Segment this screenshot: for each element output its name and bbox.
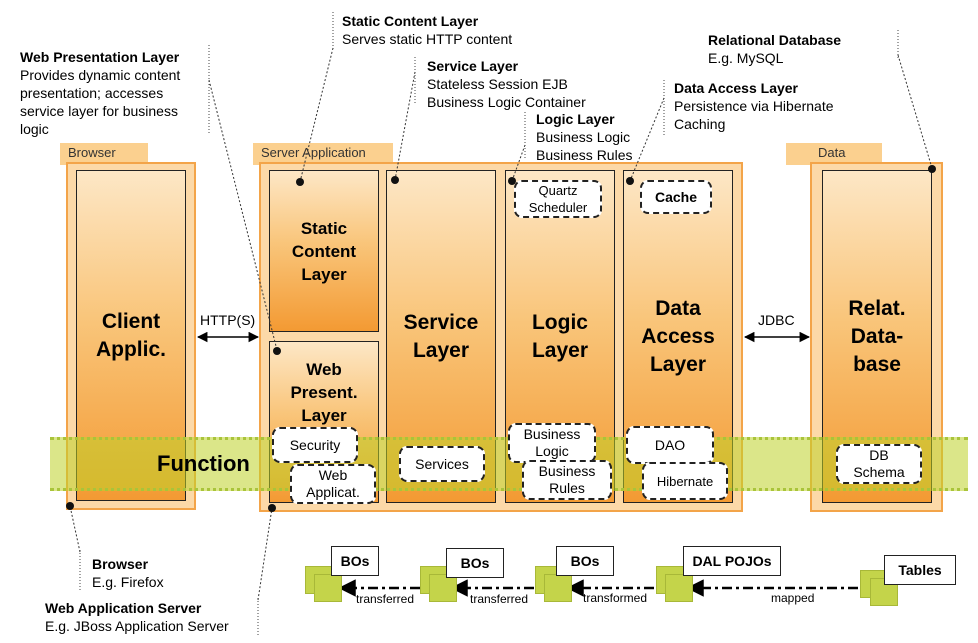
callout-title: Service Layer <box>427 58 519 74</box>
callout-sub: Business Logic <box>536 129 631 145</box>
business-rules-component: Business Rules <box>522 460 612 500</box>
callout-sub: Business Rules <box>536 147 633 163</box>
marker-dot <box>626 177 634 185</box>
function-label: Function <box>157 451 250 476</box>
callout-relational-database: Relational Database E.g. MySQL <box>708 31 841 67</box>
callout-title: Web Presentation Layer <box>20 49 180 65</box>
bos-box: BOs <box>446 548 504 578</box>
column-label: Data Access Layer <box>641 296 715 376</box>
column-label: Relat. Data- base <box>848 296 906 376</box>
callout-title: Browser <box>92 556 149 572</box>
callout-title: Web Application Server <box>45 600 202 616</box>
callout-service-layer: Service Layer Stateless Session EJB Busi… <box>427 57 586 111</box>
dao-component: DAO <box>626 426 714 464</box>
marker-dot <box>66 502 74 510</box>
marker-dot <box>268 504 276 512</box>
callout-title: Logic Layer <box>536 111 615 127</box>
tag-data: Data <box>786 143 882 165</box>
tag-browser: Browser <box>60 143 148 165</box>
tables-box: Tables <box>884 555 956 585</box>
services-component: Services <box>399 446 485 482</box>
marker-dot <box>508 177 516 185</box>
callout-sub: Persistence via Hibernate <box>674 98 834 114</box>
callout-title: Relational Database <box>708 32 842 48</box>
bos-box: BOs <box>556 546 614 576</box>
callout-web-presentation: Web Presentation Layer Provides dynamic … <box>20 48 200 138</box>
bo-square <box>544 574 572 602</box>
bo-square <box>665 574 693 602</box>
column-label: Client Applic. <box>95 309 166 361</box>
callout-browser: Browser E.g. Firefox <box>92 555 164 591</box>
callout-logic-layer: Logic Layer Business Logic Business Rule… <box>536 110 633 164</box>
column-label: Web Present. Layer <box>290 360 358 425</box>
callout-data-access-layer: Data Access Layer Persistence via Hibern… <box>674 79 834 133</box>
callout-sub: E.g. MySQL <box>708 50 784 66</box>
flow-label-transferred: transferred <box>356 592 415 606</box>
security-component: Security <box>272 427 358 463</box>
flow-label-transferred: transferred <box>470 592 529 606</box>
marker-dot <box>273 347 281 355</box>
callout-sub: E.g. Firefox <box>92 574 164 590</box>
callout-sub: Caching <box>674 116 726 132</box>
cache-component: Cache <box>640 180 712 214</box>
jdbc-connector-label: JDBC <box>758 312 795 328</box>
callout-sub: Stateless Session EJB <box>427 76 568 92</box>
callout-title: Data Access Layer <box>674 80 799 96</box>
flow-label-mapped: mapped <box>771 591 815 605</box>
bos-box: BOs <box>331 546 379 576</box>
marker-dot <box>391 176 399 184</box>
db-schema-component: DB Schema <box>836 444 922 484</box>
column-label: Static Content Layer <box>291 218 357 284</box>
marker-dot <box>296 178 304 186</box>
business-logic-component: Business Logic <box>508 423 596 463</box>
tag-server-application: Server Application <box>253 143 393 165</box>
callout-sub: Business Logic Container <box>427 94 586 110</box>
flow-label-transformed: transformed <box>583 591 648 605</box>
bo-square <box>429 574 457 602</box>
column-label: Service Layer <box>403 310 479 362</box>
http-connector-label: HTTP(S) <box>200 312 256 328</box>
callout-sub: Provides dynamic content presentation; a… <box>20 67 181 137</box>
callout-app-server: Web Application Server E.g. JBoss Applic… <box>45 599 229 635</box>
callout-static-content: Static Content Layer Serves static HTTP … <box>342 12 512 48</box>
static-content-layer-column: Static Content Layer <box>269 170 379 332</box>
web-application-component: Web Applicat. <box>290 464 376 504</box>
quartz-scheduler-component: Quartz Scheduler <box>514 180 602 218</box>
column-label: Logic Layer <box>531 310 589 362</box>
callout-sub: Serves static HTTP content <box>342 31 513 47</box>
callout-sub: E.g. JBoss Application Server <box>45 618 229 634</box>
dal-pojos-box: DAL POJOs <box>683 546 781 576</box>
callout-title: Static Content Layer <box>342 13 479 29</box>
bo-square <box>314 574 342 602</box>
hibernate-component: Hibernate <box>642 462 728 500</box>
marker-dot <box>928 165 936 173</box>
